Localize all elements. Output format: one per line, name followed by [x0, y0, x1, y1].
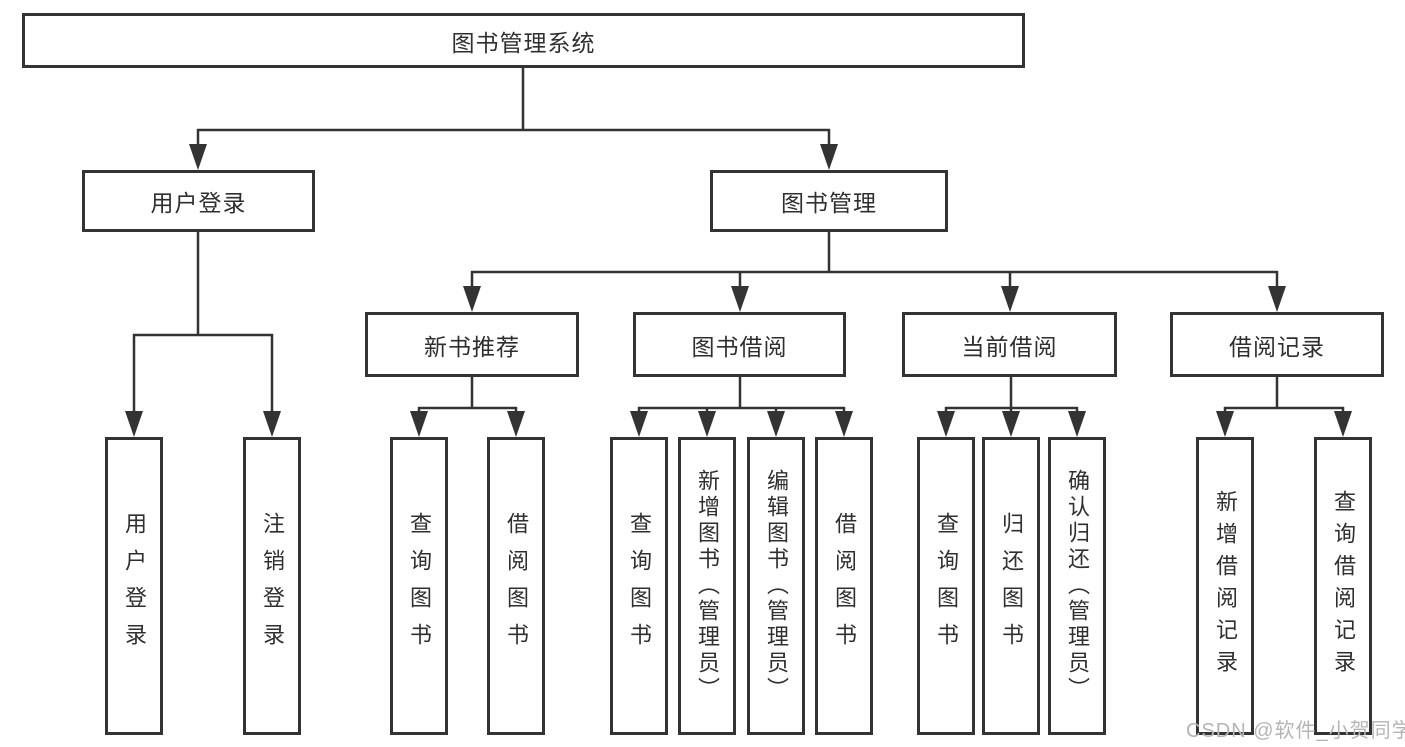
- leaf-add-borrow-record-label: 新增借阅记录: [1213, 490, 1238, 682]
- csdn-watermark: CSDN @软件_小贺同学: [1186, 720, 1405, 742]
- leaf-current-query-books: 查询图书: [917, 437, 975, 735]
- leaf-logout-label: 注销登录: [260, 512, 285, 660]
- node-borrow-records-label: 借阅记录: [1229, 333, 1325, 360]
- leaf-borrow-query-books-label: 查询图书: [627, 512, 652, 660]
- leaf-borrow-books: 借阅图书: [815, 437, 873, 735]
- connector-root-to-level2: [189, 68, 838, 170]
- connector-currentborrow-to-leaves: [937, 377, 1086, 437]
- node-book-management-label: 图书管理: [781, 190, 877, 216]
- node-current-borrow-label: 当前借阅: [961, 333, 1058, 360]
- connector-bookmgmt-to-level3: [463, 232, 1286, 312]
- leaf-return-books: 归还图书: [982, 437, 1040, 735]
- leaf-logout: 注销登录: [243, 437, 301, 735]
- node-user-login-label: 用户登录: [150, 190, 247, 216]
- leaf-newbooks-query-books-label: 查询图书: [407, 512, 432, 660]
- node-book-management: 图书管理: [710, 170, 948, 232]
- leaf-borrow-query-books: 查询图书: [610, 437, 668, 735]
- node-root-label: 图书管理系统: [451, 29, 596, 56]
- node-book-borrow-label: 图书借阅: [691, 333, 788, 360]
- connector-bookborrow-to-leaves: [630, 377, 853, 437]
- node-new-books: 新书推荐: [365, 312, 579, 377]
- leaf-newbooks-borrow-books: 借阅图书: [487, 437, 545, 735]
- leaf-edit-books-admin-label: 编辑图书（管理员）: [764, 469, 789, 703]
- leaf-current-query-books-label: 查询图书: [934, 512, 959, 660]
- node-book-borrow: 图书借阅: [633, 312, 846, 377]
- node-root-library-system: 图书管理系统: [22, 13, 1025, 68]
- node-borrow-records: 借阅记录: [1170, 312, 1384, 377]
- leaf-confirm-return-admin-label: 确认归还（管理员）: [1065, 469, 1090, 703]
- leaf-add-books-admin-label: 新增图书（管理员）: [695, 469, 720, 703]
- leaf-query-borrow-record-label: 查询借阅记录: [1331, 490, 1356, 682]
- leaf-newbooks-borrow-books-label: 借阅图书: [504, 512, 529, 660]
- leaf-query-borrow-record: 查询借阅记录: [1314, 437, 1372, 735]
- node-user-login: 用户登录: [82, 170, 315, 232]
- leaf-newbooks-query-books: 查询图书: [390, 437, 448, 735]
- leaf-borrow-books-label: 借阅图书: [832, 512, 857, 660]
- node-current-borrow: 当前借阅: [902, 312, 1117, 377]
- connector-borrowrecords-to-leaves: [1216, 377, 1352, 437]
- leaf-confirm-return-admin: 确认归还（管理员）: [1048, 437, 1106, 735]
- connector-newbooks-to-leaves: [410, 377, 525, 437]
- leaf-edit-books-admin: 编辑图书（管理员）: [747, 437, 805, 735]
- connector-userlogin-to-leaves: [125, 232, 281, 437]
- leaf-add-books-admin: 新增图书（管理员）: [678, 437, 736, 735]
- leaf-user-login-label: 用户登录: [122, 512, 147, 660]
- node-new-books-label: 新书推荐: [424, 333, 520, 360]
- leaf-user-login: 用户登录: [105, 437, 163, 735]
- leaf-return-books-label: 归还图书: [999, 512, 1024, 660]
- leaf-add-borrow-record: 新增借阅记录: [1196, 437, 1254, 735]
